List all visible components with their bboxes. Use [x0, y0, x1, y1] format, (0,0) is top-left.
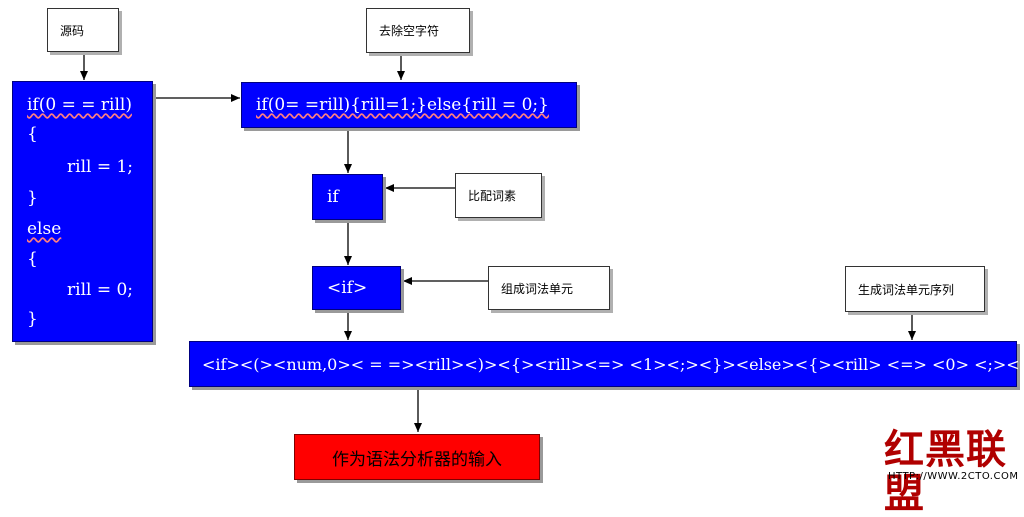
- code-line-4: }: [27, 188, 38, 208]
- code-line-1: if(0 = = rill): [27, 95, 132, 115]
- code-line-7: rill = 0;: [67, 280, 134, 300]
- stripped-code-box: if(0= =rill){rill=1;}else{rill = 0;}: [241, 82, 577, 128]
- token-sequence-text: <if><(><num,0>< = =><rill><)><{><rill><=…: [202, 354, 1024, 374]
- note-form-lexical-unit: 组成词法单元: [488, 266, 610, 310]
- parser-input-text: 作为语法分析器的输入: [332, 449, 502, 470]
- note-generate-sequence: 生成词法单元序列: [845, 266, 985, 312]
- flow-arrows: [80, 52, 916, 432]
- token-sequence-box: <if><(><num,0>< = =><rill><)><{><rill><=…: [189, 341, 1024, 387]
- note-remove-whitespace: 去除空字符: [366, 8, 470, 53]
- note-match-lexeme-text: 比配词素: [468, 189, 517, 203]
- note-source-text: 源码: [60, 23, 85, 38]
- code-line-2: {: [27, 124, 38, 144]
- note-match-lexeme: 比配词素: [455, 173, 542, 218]
- token-box: <if>: [312, 266, 401, 310]
- code-line-3: rill = 1;: [67, 157, 134, 177]
- stripped-code-text: if(0= =rill){rill=1;}else{rill = 0;}: [256, 95, 549, 115]
- note-form-lexical-unit-text: 组成词法单元: [501, 281, 574, 296]
- watermark-url: HTTP://WWW.2CTO.COM: [888, 471, 1019, 482]
- lexeme-text: if: [327, 187, 339, 207]
- watermark: 红黑联盟 HTTP://WWW.2CTO.COM: [878, 428, 1024, 516]
- source-code-box: if(0 = = rill) { rill = 1; } else { rill…: [12, 81, 153, 342]
- token-text: <if>: [327, 278, 368, 298]
- parser-input-box: 作为语法分析器的输入: [294, 434, 540, 480]
- note-source: 源码: [47, 8, 119, 52]
- note-remove-whitespace-text: 去除空字符: [379, 24, 440, 38]
- lexeme-box: if: [312, 174, 383, 220]
- code-line-6: {: [27, 249, 38, 269]
- code-line-8: }: [27, 309, 38, 329]
- note-generate-sequence-text: 生成词法单元序列: [858, 282, 955, 297]
- code-line-5: else: [27, 219, 62, 239]
